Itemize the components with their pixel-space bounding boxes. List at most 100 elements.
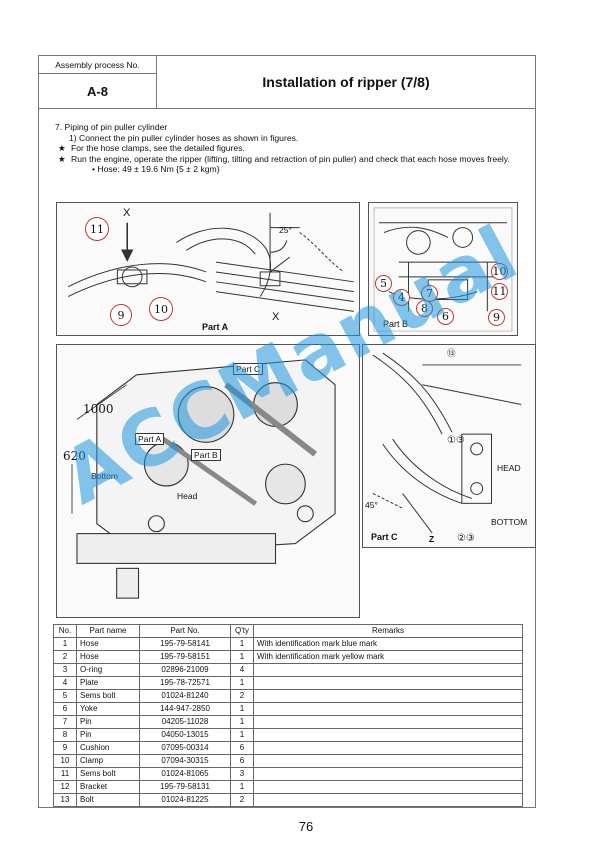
cell-qty: 2 — [230, 793, 254, 807]
cell-part-name: Hose — [76, 650, 140, 664]
cell-part-name: Pin — [76, 715, 140, 729]
cell-part-name: Plate — [76, 676, 140, 690]
page-number: 76 — [298, 819, 314, 834]
table-header-row: No. Part name Part No. Q'ty Remarks — [53, 624, 523, 638]
cell-part-name: Sems bolt — [76, 767, 140, 781]
figure-part-c: ⑬ ①③ HEAD BOTTOM 45° Part C Z ②③ — [362, 344, 536, 548]
col-no: No. — [53, 624, 77, 638]
callout-8: 8 — [416, 300, 433, 317]
cell-qty: 1 — [230, 728, 254, 742]
cell-part-no: 01024-81240 — [139, 689, 231, 703]
callout-11: 11 — [491, 283, 508, 300]
view-x-bottom: X — [272, 311, 280, 323]
cell-remarks — [253, 793, 523, 807]
label-head: HEAD — [497, 463, 521, 473]
label-part-a: Part A — [135, 433, 165, 445]
cell-qty: 1 — [230, 715, 254, 729]
cell-part-no: 195-79-58141 — [139, 637, 231, 651]
marks-2-3: ②③ — [457, 533, 475, 544]
page-title: Installation of ripper (7/8) — [262, 74, 430, 90]
label-bottom: Bottom — [91, 471, 118, 481]
cell-no: 4 — [53, 676, 77, 690]
cell-part-name: Bolt — [76, 793, 140, 807]
note-2: ★ Run the engine, operate the ripper (li… — [55, 154, 525, 165]
cell-part-no: 195-79-58131 — [139, 780, 231, 794]
label-bottom: BOTTOM — [491, 517, 528, 527]
cell-no: 5 — [53, 689, 77, 703]
cell-part-name: Yoke — [76, 702, 140, 716]
col-part-name: Part name — [76, 624, 140, 638]
cell-part-name: Clamp — [76, 754, 140, 768]
process-label: Assembly process No. — [39, 56, 157, 74]
note-1-text: For the hose clamps, see the detailed fi… — [71, 143, 245, 154]
main-assembly-drawing — [71, 359, 336, 599]
cell-remarks — [253, 702, 523, 716]
cell-no: 1 — [53, 637, 77, 651]
torque-spec: • Hose: 49 ± 19.6 Nm {5 ± 2 kgm} — [92, 164, 220, 175]
header-divider — [39, 108, 535, 109]
part-a-label: Part A — [202, 322, 229, 332]
cell-remarks: With identification mark blue mark — [253, 637, 523, 651]
cell-part-no: 01024-81065 — [139, 767, 231, 781]
cell-no: 10 — [53, 754, 77, 768]
marks-1-3: ①③ — [447, 435, 465, 446]
callout-10: 10 — [491, 263, 508, 280]
cell-remarks — [253, 728, 523, 742]
cell-qty: 1 — [230, 780, 254, 794]
cell-part-no: 144-947-2850 — [139, 702, 231, 716]
cell-part-no: 07094-30315 — [139, 754, 231, 768]
cell-no: 7 — [53, 715, 77, 729]
note-1: ★ For the hose clamps, see the detailed … — [55, 143, 525, 154]
cell-remarks — [253, 689, 523, 703]
cell-qty: 4 — [230, 663, 254, 677]
cell-remarks — [253, 754, 523, 768]
cell-part-no: 07095-00314 — [139, 741, 231, 755]
part-a-drawing — [67, 212, 354, 312]
callout-10: 10 — [149, 297, 173, 321]
cell-part-name: Hose — [76, 637, 140, 651]
cell-no: 3 — [53, 663, 77, 677]
cell-qty: 1 — [230, 637, 254, 651]
label-part-b: Part B — [191, 449, 221, 461]
figure-part-a: X X 25° Part A 11 9 10 — [56, 202, 360, 336]
angle-45: 45° — [365, 500, 378, 510]
cell-part-no: 195-79-58151 — [139, 650, 231, 664]
cell-part-no: 195-78-72571 — [139, 676, 231, 690]
cell-part-name: Sems bolt — [76, 689, 140, 703]
cell-qty: 3 — [230, 767, 254, 781]
step-heading: 7. Piping of pin puller cylinder — [55, 122, 168, 132]
dimension-1000: 1000 — [83, 402, 114, 416]
cell-part-name: O-ring — [76, 663, 140, 677]
mark-z: Z — [429, 534, 435, 544]
part-c-drawing — [372, 352, 522, 534]
star-icon: ★ — [58, 143, 66, 154]
cell-no: 2 — [53, 650, 77, 664]
process-number: A-8 — [39, 74, 157, 108]
callout-9: 9 — [488, 309, 505, 326]
part-b-label: Part B — [383, 319, 409, 329]
col-remarks: Remarks — [253, 624, 523, 638]
cell-no: 9 — [53, 741, 77, 755]
cell-no: 12 — [53, 780, 77, 794]
cell-remarks — [253, 767, 523, 781]
callout-6: 6 — [437, 308, 454, 325]
view-x-top: X — [123, 207, 131, 219]
cell-part-no: 04050-13015 — [139, 728, 231, 742]
cell-qty: 2 — [230, 689, 254, 703]
dimension-620: 620 — [63, 449, 86, 463]
cell-part-name: Bracket — [76, 780, 140, 794]
cell-part-no: 02896-21009 — [139, 663, 231, 677]
mark-13: ⑬ — [447, 348, 456, 358]
callout-5: 5 — [375, 275, 392, 292]
cell-remarks — [253, 741, 523, 755]
